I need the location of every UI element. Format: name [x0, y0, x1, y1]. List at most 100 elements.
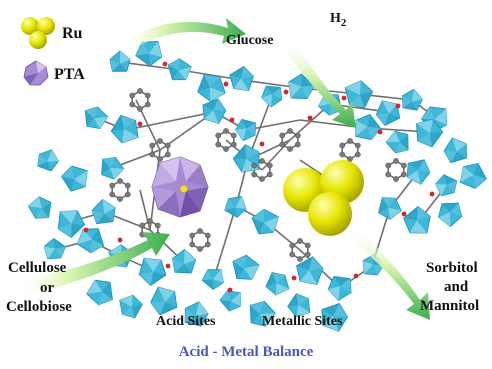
polyhedron	[431, 172, 460, 201]
label-mannitol: Mannitol	[420, 298, 479, 314]
polyhedron	[440, 134, 471, 165]
oxygen-atom	[83, 227, 89, 233]
carbon-atom	[339, 151, 346, 158]
polyhedron	[26, 194, 53, 221]
oxygen-atom	[429, 191, 435, 197]
carbon-atom	[157, 138, 163, 144]
carbon-atom	[385, 162, 392, 169]
oxygen-atom	[395, 103, 401, 109]
polyhedron	[84, 105, 110, 131]
carbon-atom	[129, 101, 136, 108]
carbon-atom	[129, 92, 136, 99]
carbon-atom	[287, 128, 293, 134]
polyhedron	[113, 290, 145, 321]
carbon-atom	[304, 242, 311, 249]
linker-bond	[261, 139, 291, 171]
carbon-atom	[385, 171, 392, 178]
label-metallic-sites: Metallic Sites	[262, 314, 343, 329]
carbon-atom	[354, 151, 361, 158]
carbon-atom	[189, 241, 196, 248]
carbon-atom	[294, 141, 301, 148]
label-cellobiose: Cellobiose	[6, 299, 72, 315]
carbon-atom	[279, 132, 286, 139]
linker-atoms	[83, 61, 435, 293]
carbon-atom	[297, 256, 303, 262]
polyhedron	[132, 250, 171, 288]
carbon-atom	[279, 141, 286, 148]
polyhedron	[403, 158, 433, 188]
carbon-atom	[347, 156, 353, 162]
linker-bond	[213, 205, 237, 279]
carbon-atom	[137, 106, 143, 112]
label-acid-sites: Acid Sites	[156, 314, 216, 329]
carbon-atom	[147, 218, 153, 224]
label-sorbitol: Sorbitol	[426, 260, 478, 276]
carbon-atom	[354, 142, 361, 149]
carbon-atom	[197, 228, 203, 234]
carbon-atom	[230, 141, 237, 148]
carbon-atom	[223, 146, 229, 152]
polyhedron	[90, 197, 118, 225]
carbon-atom	[109, 182, 116, 189]
label-cellulose: Cellulose	[8, 260, 67, 276]
polyhedron	[84, 277, 114, 307]
oxygen-atom	[117, 237, 123, 243]
carbon-atom	[294, 132, 301, 139]
carbon-atom	[393, 158, 399, 164]
carbon-atom	[124, 191, 131, 198]
carbon-atom	[223, 128, 229, 134]
carbon-atom	[117, 196, 123, 202]
polyhedron	[145, 281, 182, 317]
polyhedron	[59, 159, 95, 196]
carbon-atom	[289, 251, 296, 258]
polyhedron	[171, 248, 197, 274]
carbon-atom	[204, 241, 211, 248]
oxygen-atom	[162, 61, 168, 67]
linker-bond	[139, 189, 151, 231]
oxygen-atom	[283, 89, 289, 95]
polyhedron	[222, 190, 251, 220]
carbon-atom	[157, 156, 163, 162]
legend: Ru PTA	[21, 17, 85, 86]
carbon-atom	[400, 162, 407, 169]
polyhedron	[399, 203, 438, 242]
polyhedron	[232, 117, 259, 144]
polyhedron	[199, 262, 230, 293]
polyhedron	[231, 252, 263, 284]
polyhedron	[437, 202, 463, 228]
arrow-to-sorbitol	[352, 230, 430, 320]
polyhedron	[217, 284, 248, 315]
carbon-atom	[197, 246, 203, 252]
carbon-atom	[149, 151, 156, 158]
oxygen-atom	[377, 129, 383, 135]
carbon-atom	[304, 251, 311, 258]
oxygen-atom	[137, 121, 143, 127]
polyhedron	[166, 55, 195, 84]
carbon-atom	[204, 232, 211, 239]
ru-cluster	[283, 160, 364, 236]
oxygen-atom	[307, 115, 313, 121]
oxygen-atom	[353, 273, 359, 279]
polyhedron	[260, 85, 284, 109]
carbon-atom	[144, 101, 151, 108]
carbon-atom	[215, 141, 222, 148]
carbon-atom	[287, 146, 293, 152]
polyhedron	[453, 159, 489, 194]
oxygen-atom	[229, 117, 235, 123]
polyhedron	[100, 155, 126, 181]
oxygen-atom	[291, 275, 297, 281]
polyhedron	[108, 112, 146, 150]
polyhedron	[385, 130, 409, 154]
label-glucose: Glucose	[226, 33, 273, 48]
arrow-to-glucose	[118, 18, 246, 55]
oxygen-atom	[259, 141, 265, 147]
polyhedron	[263, 269, 294, 300]
carbon-atom	[189, 232, 196, 239]
oxygen-atom	[223, 81, 229, 87]
arrow-from-h2	[284, 40, 356, 128]
carbon-atom	[215, 132, 222, 139]
carbon-atom	[289, 242, 296, 249]
polyhedron	[109, 50, 131, 72]
